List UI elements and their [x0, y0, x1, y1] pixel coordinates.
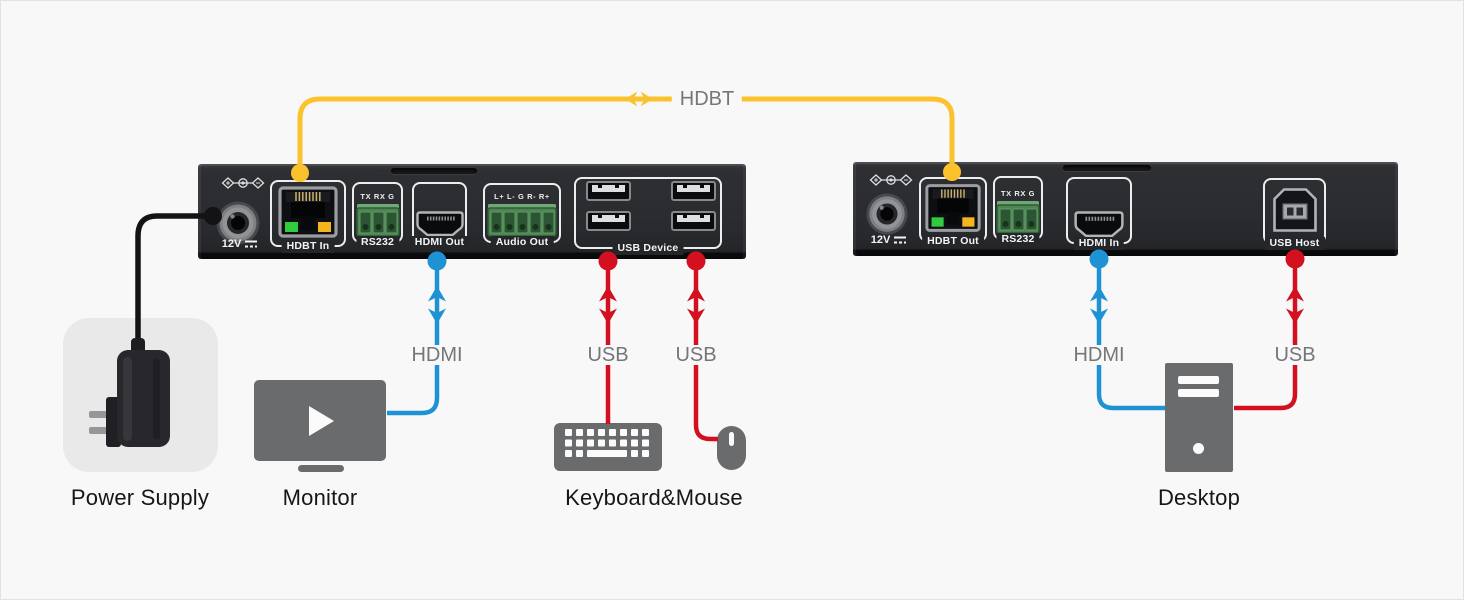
- usb-cable-label-keyboard: USB: [579, 345, 637, 365]
- port-group-usb-host: USB Host: [1263, 178, 1326, 250]
- keyboard-icon: [554, 423, 662, 471]
- arrow-down-icon: [428, 308, 446, 324]
- hdmi-cable-right-endpoint: [1089, 249, 1109, 269]
- usb-cable-keyboard-endpoint: [598, 251, 618, 271]
- rj45-port-icon: [925, 184, 981, 232]
- hdmi-cable-label-right: HDMI: [1065, 345, 1133, 365]
- usb-cable-mouse-endpoint: [686, 251, 706, 271]
- arrow-down-icon: [1090, 308, 1108, 324]
- usb-cable-label-right: USB: [1266, 345, 1324, 365]
- usb-a-port-icon: [671, 211, 716, 231]
- rj45-port-icon: [278, 186, 338, 238]
- port-label: RS232: [996, 233, 1040, 246]
- dc-symbol-icon: [894, 236, 907, 244]
- arrow-up-icon: [1286, 286, 1304, 302]
- desktop-tower-icon: [1165, 363, 1233, 472]
- polarity-icon: [221, 177, 265, 189]
- rs232-pin-labels: TX RX G: [1000, 189, 1036, 198]
- usb-cable-label-mouse: USB: [667, 345, 725, 365]
- monitor-icon: [254, 380, 386, 461]
- usb-a-port-icon: [586, 211, 631, 231]
- hdbt-cable-label: HDBT: [671, 89, 743, 109]
- port-group-hdbt-out: HDBT Out: [919, 177, 987, 248]
- mouse-wheel-slot: [729, 432, 734, 446]
- arrow-down-icon: [1286, 308, 1304, 324]
- hdmi-port-icon: [1074, 211, 1124, 238]
- hdbt-arrow-right-icon: [640, 91, 653, 107]
- power-port-label-text: 12V: [221, 238, 242, 250]
- power-cable: [135, 213, 214, 351]
- audio-pin-labels: L+ L- G R- R+: [494, 192, 550, 201]
- port-label: HDBT In: [281, 240, 335, 253]
- monitor-label: Monitor: [282, 485, 358, 510]
- usb-cable-mouse: [693, 261, 718, 442]
- port-label: HDBT Out: [922, 235, 984, 248]
- hdmi-port-icon: [415, 211, 464, 237]
- usb-cable-right: [1234, 259, 1298, 411]
- tower-power-button: [1193, 443, 1204, 454]
- dc-symbol-icon: [245, 240, 258, 248]
- right-device-rear-panel: 12V HDBT Out TX RX G: [853, 162, 1398, 256]
- port-label: HDMI In: [1073, 237, 1125, 250]
- usb-a-port-icon: [671, 181, 716, 201]
- port-group-rs232: TX RX G RS232: [993, 176, 1043, 246]
- hdmi-cable-left-endpoint: [427, 251, 447, 271]
- mouse-icon: [717, 426, 746, 470]
- arrow-up-icon: [599, 286, 617, 302]
- power-port-label: 12V: [853, 234, 925, 246]
- port-label: Audio Out: [490, 236, 554, 249]
- left-device-rear-panel: 12V HDBT In TX RX G: [198, 164, 746, 259]
- hdbt-cable-endpoint-right: [943, 163, 961, 181]
- port-label: RS232: [355, 236, 400, 249]
- power-supply-label: Power Supply: [70, 485, 210, 510]
- usb-a-port-icon: [586, 181, 631, 201]
- desktop-label: Desktop: [1157, 485, 1241, 510]
- play-icon: [309, 406, 334, 436]
- monitor-stand: [298, 465, 344, 472]
- usb-b-port-icon: [1272, 187, 1317, 232]
- arrow-up-icon: [687, 286, 705, 302]
- tower-vent-bar: [1178, 389, 1219, 397]
- power-adapter-icon: [89, 338, 170, 447]
- dc-jack-icon: [216, 201, 260, 245]
- dc-jack-icon: [866, 193, 908, 235]
- port-group-hdmi-in: HDMI In: [1066, 177, 1132, 250]
- port-label: USB Device: [612, 242, 684, 255]
- port-group-rs232: TX RX G RS232: [352, 182, 403, 249]
- arrow-down-icon: [599, 308, 617, 324]
- hdmi-cable-label-left: HDMI: [403, 345, 471, 365]
- hdbt-arrow-left-icon: [625, 91, 638, 107]
- hdmi-cable-left: [387, 261, 440, 416]
- port-group-usb-device: USB Device: [574, 177, 722, 255]
- arrow-down-icon: [687, 308, 705, 324]
- chassis-groove: [391, 168, 477, 174]
- arrow-up-icon: [428, 286, 446, 302]
- hdmi-cable-right: [1096, 259, 1165, 411]
- port-label: USB Host: [1264, 237, 1325, 250]
- polarity-icon: [869, 174, 913, 186]
- rs232-terminal-icon: [996, 201, 1040, 234]
- port-group-hdmi-out: HDMI Out: [409, 182, 470, 249]
- hdbt-cable-endpoint-left: [291, 164, 309, 182]
- power-port-label: 12V: [204, 238, 276, 250]
- port-label: HDMI Out: [409, 236, 470, 249]
- usb-cable-right-endpoint: [1285, 249, 1305, 269]
- tower-vent-bar: [1178, 376, 1219, 384]
- arrow-up-icon: [1090, 286, 1108, 302]
- chassis-groove: [1063, 165, 1151, 171]
- power-port-label-text: 12V: [870, 234, 891, 246]
- port-group-hdbt-in: HDBT In: [270, 180, 346, 253]
- rs232-pin-labels: TX RX G: [360, 192, 395, 201]
- power-cable-endpoint: [204, 207, 222, 225]
- port-group-audio-out: L+ L- G R- R+ Audio Out: [483, 183, 561, 249]
- hdbt-cable: [297, 96, 955, 172]
- keyboard-mouse-label: Keyboard&Mouse: [565, 485, 743, 510]
- rs232-terminal-icon: [355, 204, 400, 237]
